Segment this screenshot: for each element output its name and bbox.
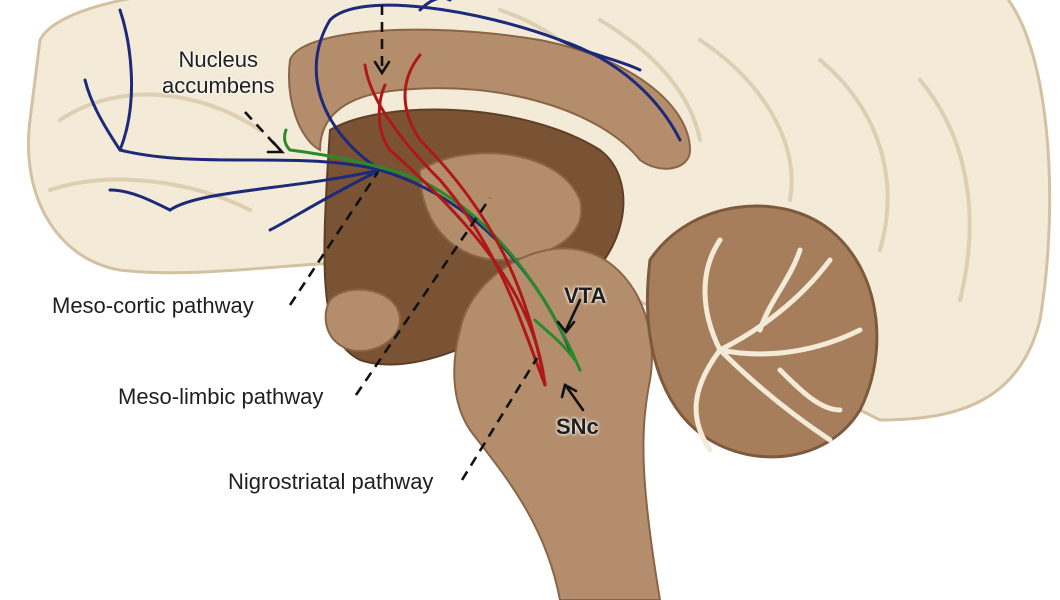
brainstem [453,247,662,600]
diencephalon [418,152,583,262]
nucleus-accumbens-label: Nucleus accumbens [162,47,275,99]
snc-arrowhead [560,383,578,399]
nucleus-accumbens-label-line1: Nucleus [178,47,258,72]
corpus-callosum [288,28,692,170]
meso-limbic-pathway-label: Meso-limbic pathway [118,384,324,409]
cerebellum [646,204,879,459]
snc-arrow [564,384,585,412]
nigrostriatal-leader [460,357,539,481]
top-arrowhead [373,60,391,76]
meso-cortic-pathway-label: Meso-cortic pathway [52,293,254,318]
nucleus-accumbens-label-line2: accumbens [162,73,275,98]
meso-cortic-leader [288,171,380,306]
cerebellum-arbor [693,237,863,453]
nucleus-arrowhead [266,140,285,154]
vta-label: VTA [564,283,607,308]
snc-label: SNc [556,414,599,439]
nigrostriatal-pathway-label: Nigrostriatal pathway [228,469,434,494]
nigrostriatal-tract [363,53,547,387]
vta-arrowhead [556,320,576,335]
meso-limbic-leader [354,197,492,396]
arrows [266,60,585,412]
vta-arrow [564,298,582,332]
meso-limbic-tract [283,128,582,372]
pituitary [324,288,402,352]
